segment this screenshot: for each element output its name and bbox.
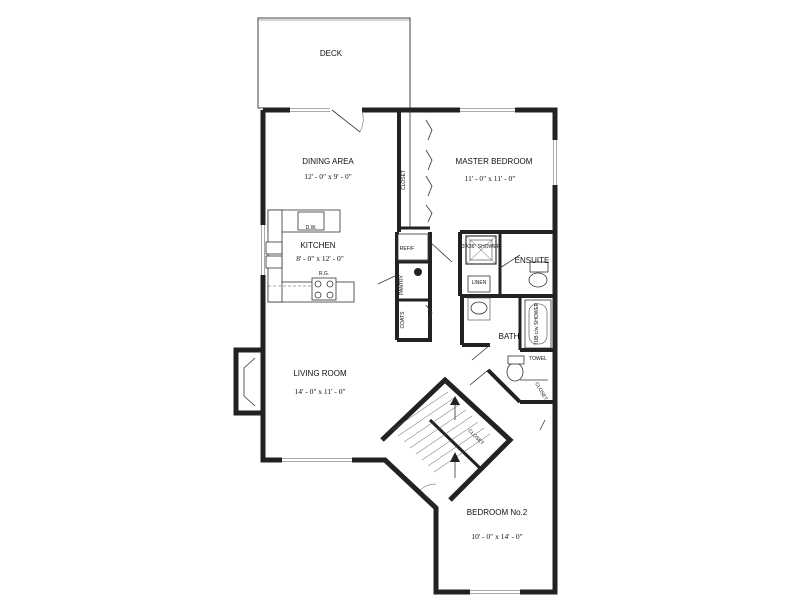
master-closet-label: CLOSET (401, 170, 407, 190)
tub-icon (524, 299, 552, 349)
fridge-icon (397, 233, 429, 261)
bedroom-2-size: 10' - 0" x 14' - 0" (471, 532, 522, 541)
deck-outline (257, 17, 411, 109)
dishwasher-label: D.W. (306, 225, 317, 231)
windows (259, 106, 559, 596)
water-heater-icon (414, 268, 422, 276)
kitchen-counters (265, 209, 355, 303)
stairs (391, 391, 491, 478)
tub-label: TUB c/w SHOWER (534, 302, 540, 345)
ensuite-sink-icon (528, 272, 548, 288)
pantry-label: PANTRY (399, 274, 405, 294)
range-icon (311, 277, 337, 301)
master-bedroom-size: 11' - 0" x 11' - 0" (465, 174, 516, 183)
master-bedroom-label: MASTER BEDROOM (456, 157, 533, 166)
dining-area-label: DINING AREA (302, 157, 354, 166)
bedroom-2-label: BEDROOM No.2 (467, 508, 528, 517)
towel-label: TOWEL (529, 356, 547, 362)
deck-label: DECK (320, 49, 343, 58)
bath-toilet-icon (506, 362, 524, 382)
bath-sink-icon (470, 301, 488, 315)
shower-label: 3'X36" SHOWER (462, 244, 501, 250)
bath-label: BATH (499, 332, 520, 341)
linen-label: LINEN (472, 280, 487, 286)
interior-walls (380, 110, 555, 510)
living-room-label: LIVING ROOM (293, 369, 347, 378)
sink-icon (265, 241, 283, 255)
fridge-label: REF/F (400, 246, 414, 252)
kitchen-label: KITCHEN (300, 241, 335, 250)
bedroom-closet-label: CLOSET (533, 381, 548, 401)
living-room-size: 14' - 0" x 11' - 0" (294, 387, 345, 396)
coats-label: COATS (400, 311, 406, 329)
range-label: R.G. (319, 271, 329, 277)
kitchen-size: 8' - 0" x 12' - 0" (296, 254, 344, 263)
dining-area-size: 12' - 0" x 9' - 0" (304, 172, 352, 181)
ensuite-label: ENSUITE (515, 256, 550, 265)
